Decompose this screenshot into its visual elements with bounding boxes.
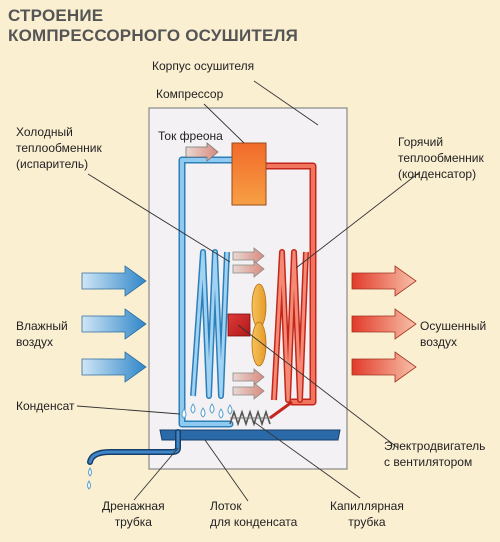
label-dried-air: Осушенный воздух (420, 319, 487, 349)
label-housing: Корпус осушителя (152, 59, 255, 73)
fan-motor (227, 313, 251, 337)
humid-air-arrows (81, 265, 147, 383)
condensate-tray (159, 429, 341, 441)
title-line-1: СТРОЕНИЕ (8, 6, 104, 25)
label-freon-flow: Ток фреона (158, 129, 223, 143)
label-motor: Электродвигатель с вентилятором (384, 439, 486, 469)
page-title: СТРОЕНИЕ КОМПРЕССОРНОГО ОСУШИТЕЛЯ (8, 6, 298, 46)
condensate-drops (181, 403, 233, 419)
internal-airflow-arrows (232, 247, 265, 400)
capillary-tube (229, 400, 293, 427)
label-capillary: Капиллярная трубка (330, 499, 404, 529)
compressor (231, 142, 267, 206)
label-hot-exchanger: Горячий теплообменник (конденсатор) (398, 135, 484, 181)
freon-flow-arrow (185, 142, 219, 162)
label-cold-exchanger: Холодный теплообменник (испаритель) (16, 125, 102, 171)
drain-drops (87, 467, 92, 490)
label-humid-air: Влажный воздух (16, 319, 68, 349)
fan-icon (251, 283, 267, 367)
dried-air-arrows (351, 265, 417, 383)
leader-lines (76, 80, 421, 502)
label-compressor: Компрессор (156, 87, 224, 101)
label-condensate: Конденсат (16, 399, 75, 413)
label-drain-tube: Дренажная трубка (102, 499, 165, 529)
title-line-2: КОМПРЕССОРНОГО ОСУШИТЕЛЯ (8, 26, 299, 45)
label-tray: Лоток для конденсата (210, 499, 298, 529)
